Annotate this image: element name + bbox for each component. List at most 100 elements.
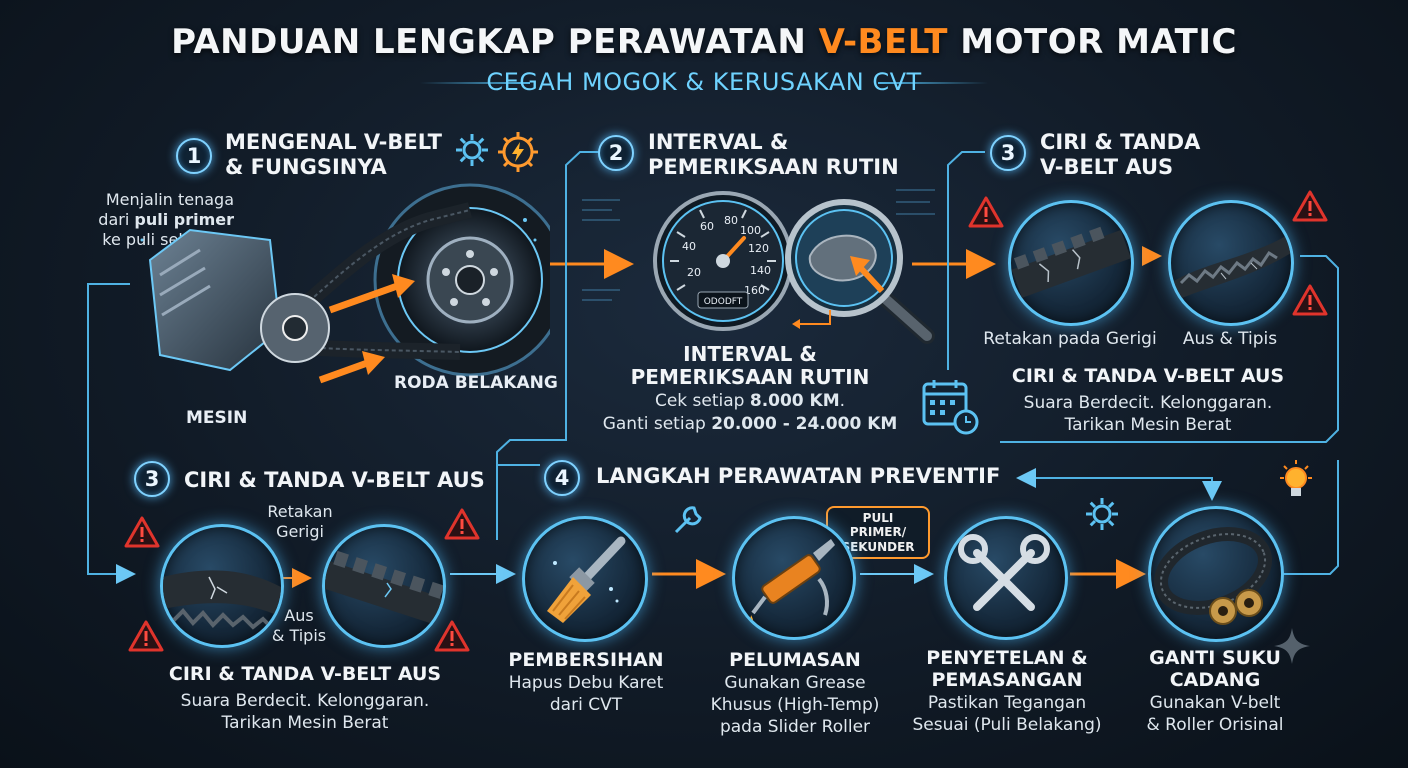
title-text-accent: V-BELT: [818, 22, 948, 62]
section3-top-title-line1: CIRI & TANDA: [1040, 130, 1201, 154]
gauge-tick-40: 40: [682, 240, 696, 253]
cracked-belt-image-top: [1008, 200, 1134, 326]
section3-bottom-heading: CIRI & TANDA V-BELT AUS: [168, 663, 442, 685]
connector-right-loop: [1282, 460, 1339, 575]
section2-heading: INTERVAL & PEMERIKSAAN RUTIN: [600, 343, 900, 389]
step-adjustment-title-line2: PEMASANGAN: [931, 668, 1083, 691]
bottom-worn-label: Aus & Tipis: [264, 606, 334, 646]
section3-top-heading: CIRI & TANDA V-BELT AUS: [1011, 365, 1285, 387]
connector-sec2-down: [496, 420, 567, 540]
warning-icon: [128, 620, 164, 652]
check-suffix: .: [839, 391, 846, 411]
bottom-crack-label: Retakan Gerigi: [262, 502, 338, 542]
page-title: PANDUAN LENGKAP PERAWATAN V-BELT MOTOR M…: [0, 22, 1408, 62]
warning-icon: [124, 516, 160, 548]
brush-icon: [547, 536, 626, 623]
step-cleaning-image: [522, 516, 648, 642]
small-arrow-return: [792, 310, 831, 329]
title-text-pre: PANDUAN LENGKAP PERAWATAN: [171, 22, 819, 62]
crossed-tools-icon: [958, 534, 1050, 611]
gauge-tick-140: 140: [750, 264, 771, 277]
section3-bottom-desc: Suara Berdecit. Kelonggaran. Tarikan Mes…: [140, 690, 470, 734]
section3-top-desc-line2: Tarikan Mesin Berat: [1064, 415, 1232, 436]
step-lubrication-desc-line2: Khusus (High-Temp): [710, 694, 880, 715]
top-worn-label: Aus & Tipis: [1182, 329, 1278, 349]
label-engine: MESIN: [186, 408, 248, 428]
section3-top-desc: Suara Berdecit. Kelonggaran. Tarikan Mes…: [990, 392, 1306, 436]
section2-heading-line2: PEMERIKSAAN RUTIN: [630, 365, 870, 389]
step-cleaning-desc-line1: Hapus Debu Karet: [508, 672, 664, 693]
step-lubrication-image: [732, 516, 856, 640]
connector-sec2-left: [565, 151, 600, 420]
connector-sec4-return: [1016, 468, 1213, 495]
section1-title-line1: MENGENAL V-BELT: [225, 130, 442, 154]
warning-icon: [1292, 284, 1328, 316]
calendar-icon: [922, 380, 979, 435]
connector-sec4-top: [496, 464, 540, 478]
step-number-1: 1: [176, 138, 212, 174]
step-adjustment-desc-line2: Sesuai (Puli Belakang): [912, 714, 1102, 735]
lightning-icon: [498, 132, 538, 172]
gauge-tick-160: 160: [744, 284, 765, 297]
step-lubrication-desc-line3: pada Slider Roller: [719, 717, 871, 738]
section2-title-line1: INTERVAL &: [648, 130, 789, 154]
gauge-tick-20: 20: [687, 266, 701, 279]
section1-desc-line1: Menjalin tenaga: [105, 190, 234, 209]
connector-left-loop: [87, 283, 136, 584]
step-number-3-bottom: 3: [134, 461, 170, 497]
step-replacement-desc-line2: & Roller Orisinal: [1146, 714, 1284, 735]
section1-title: MENGENAL V-BELT & FUNGSINYA: [225, 130, 442, 180]
section2-details: Cek setiap 8.000 KM. Ganti setiap 20.000…: [580, 390, 920, 436]
warning-icon: [444, 508, 480, 540]
section3-bottom-desc-line2: Tarikan Mesin Berat: [221, 713, 389, 734]
section1-title-line2: & FUNGSINYA: [225, 155, 387, 180]
step-replacement-title-line1: GANTI SUKU: [1149, 647, 1281, 669]
step-number-2: 2: [598, 135, 634, 171]
step-cleaning-desc-line2: dari CVT: [549, 694, 623, 715]
gauge-tick-120: 120: [748, 242, 769, 255]
section3-bottom-desc-line1: Suara Berdecit. Kelonggaran.: [180, 691, 430, 711]
section1-desc-line2b: puli primer: [134, 210, 234, 229]
step-adjustment-title-line1: PENYETELAN &: [926, 647, 1088, 669]
bottom-worn-label-line1: Aus: [284, 606, 314, 625]
top-crack-label: Retakan pada Gerigi: [983, 329, 1157, 349]
gear-icon: [456, 134, 488, 166]
step-replacement-desc-line1: Gunakan V-belt: [1149, 692, 1281, 713]
wrench-icon: [674, 506, 702, 534]
step-lubrication-desc-line1: Gunakan Grease: [724, 672, 866, 693]
section3-top-title-line2: V-BELT AUS: [1040, 155, 1174, 180]
connector-sec3-left: [947, 151, 985, 370]
connector-sec3-right: [1000, 255, 1339, 443]
step-lubrication-title: PELUMASAN: [729, 649, 861, 671]
step-number-3-top: 3: [990, 135, 1026, 171]
step-lubrication: PELUMASAN Gunakan Grease Khusus (High-Te…: [700, 649, 890, 738]
speedometer-icon: 20 40 60 80 100 120 140 160 ODODFT: [653, 191, 793, 331]
bottom-crack-label-line1: Retakan: [267, 502, 333, 521]
gauge-tick-80: 80: [724, 214, 738, 227]
cracked-belt-image-bottom: [160, 524, 284, 648]
pulley-callout-line1: PULI PRIMER/: [849, 511, 907, 540]
worn-belt-image-top: [1168, 200, 1294, 326]
worn-belt-image-bottom: [322, 524, 446, 648]
page-subtitle: CEGAH MOGOK & KERUSAKAN CVT: [486, 68, 922, 96]
gauge-tick-100: 100: [740, 224, 761, 237]
check-prefix: Cek setiap: [654, 391, 750, 411]
section3-top-title: CIRI & TANDA V-BELT AUS: [1040, 130, 1200, 180]
lightbulb-icon: [1280, 460, 1312, 496]
bottom-worn-label-line2: & Tipis: [271, 626, 327, 645]
grease-gun-icon: [749, 539, 835, 627]
title-text-post: MOTOR MATIC: [947, 22, 1237, 62]
belt-roller-icon: [1153, 527, 1273, 625]
warning-icon: [1292, 190, 1328, 222]
section2-heading-line1: INTERVAL &: [683, 342, 817, 366]
step-adjustment-desc-line1: Pastikan Tegangan: [927, 692, 1087, 713]
pulley-callout-line2: SEKUNDER: [841, 539, 915, 554]
step-number-4: 4: [544, 460, 580, 496]
replace-prefix: Ganti setiap: [602, 413, 712, 434]
step-replacement: GANTI SUKU CADANG Gunakan V-belt & Rolle…: [1130, 647, 1300, 736]
step-adjustment: PENYETELAN & PEMASANGAN Pastikan Teganga…: [900, 647, 1114, 736]
step-replacement-image: [1148, 506, 1284, 642]
sparkle-icon: [1274, 628, 1310, 664]
section3-bottom-title: CIRI & TANDA V-BELT AUS: [184, 468, 485, 492]
